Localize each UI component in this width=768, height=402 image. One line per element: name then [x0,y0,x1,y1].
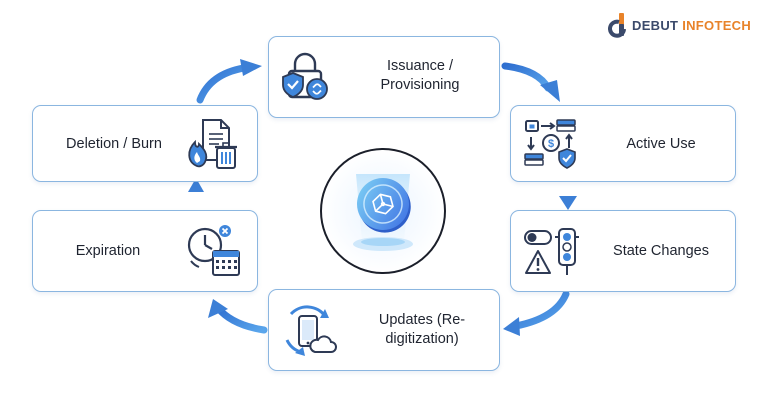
brand-name-part1: DEBUT [632,17,679,33]
clock-calendar-icon [187,225,240,276]
stage-card-updates[interactable]: Updates (Re-digitization) [268,289,500,371]
brand-logo: DEBUT INFOTECH [608,12,751,38]
stage-label-deletion: Deletion / Burn [66,136,162,152]
arrow-updates-to-expiration [214,304,268,334]
stage-card-state-changes[interactable]: State Changes [510,210,736,292]
stage-label-updates: Updates (Re-digitization) [378,312,466,347]
phone-sync-cloud-icon [285,305,337,356]
lock-shield-link-icon [282,52,328,100]
stage-card-expiration[interactable]: Expiration [32,210,258,292]
arrow-deletion-to-issuance [196,64,248,104]
stage-card-issuance[interactable]: Issuance / Provisioning [268,36,500,118]
brand-name: DEBUT INFOTECH [632,18,751,33]
transaction-flow-shield-icon: $ [524,119,576,169]
stage-label-issuance: Issuance / Provisioning [380,58,460,93]
arrow-state-to-updates [512,290,570,330]
stage-label-state-changes: State Changes [613,243,709,259]
svg-text:$: $ [548,138,554,150]
stage-card-deletion[interactable]: Deletion / Burn [32,105,258,182]
stage-card-active-use[interactable]: $ Active Use [510,105,736,182]
burning-document-trash-icon [188,119,237,169]
stage-label-active-use: Active Use [626,136,696,152]
toggle-warning-traffic-light-icon [524,228,579,275]
brand-logo-icon [608,13,626,38]
center-emblem [320,148,446,274]
brand-name-part2: INFOTECH [682,17,752,33]
stage-label-expiration: Expiration [75,243,141,259]
